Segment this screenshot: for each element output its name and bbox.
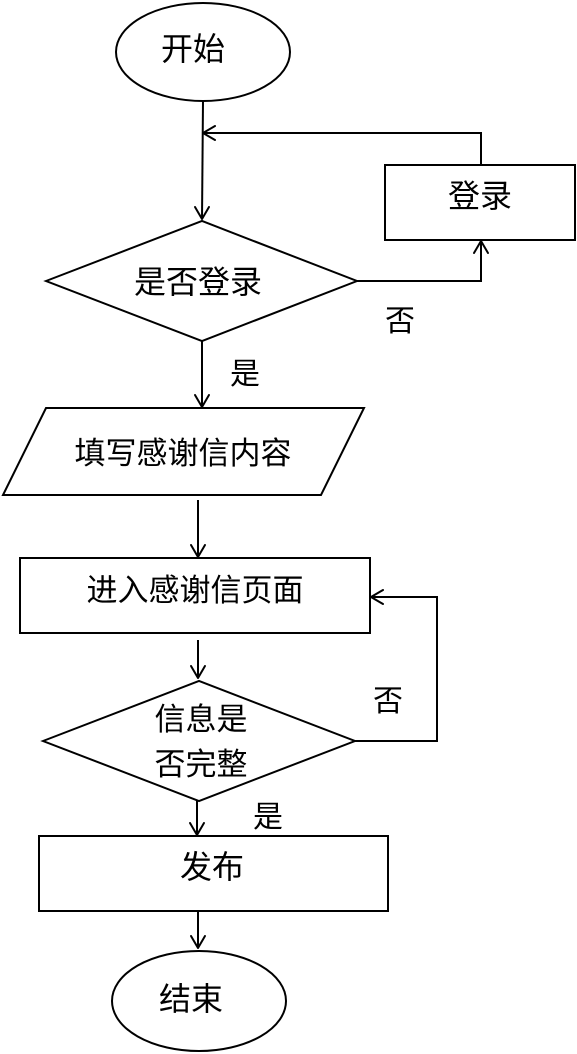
arrowhead-return-to-main (202, 125, 216, 141)
logged-in-decision-label: 是否登录 (134, 263, 262, 301)
fill-content-io (1, 407, 366, 496)
arrowhead-check-top (190, 665, 206, 679)
no-label-login: 否 (385, 304, 415, 339)
publish-process-box (38, 835, 389, 912)
start-terminator (115, 2, 291, 102)
end-terminator (111, 950, 287, 1052)
yes-label-login: 是 (230, 357, 260, 392)
arrowhead-decision-top (194, 206, 210, 220)
login-label: 登录 (448, 177, 512, 215)
info-complete-label-line2: 否完整 (155, 747, 248, 783)
enter-page-process-box (19, 557, 371, 634)
connector-login-back (203, 132, 482, 165)
start-label: 开始 (161, 30, 225, 68)
logged-in-decision (43, 219, 360, 343)
end-label: 结束 (159, 980, 223, 1018)
publish-label: 发布 (180, 848, 244, 886)
yes-label-info: 是 (253, 800, 283, 835)
enter-page-label: 进入感谢信页面 (87, 573, 304, 609)
login-process-box (384, 164, 576, 241)
no-label-info: 否 (373, 684, 403, 719)
connector-no-back-to-page (355, 596, 438, 742)
info-complete-decision (40, 679, 358, 803)
connector-start-to-decision (201, 100, 204, 220)
arrowhead-end-top (190, 935, 206, 949)
info-complete-label-line1: 信息是 (155, 702, 248, 738)
connector-no-to-login (357, 241, 482, 282)
fill-content-label: 填写感谢信内容 (75, 436, 292, 472)
